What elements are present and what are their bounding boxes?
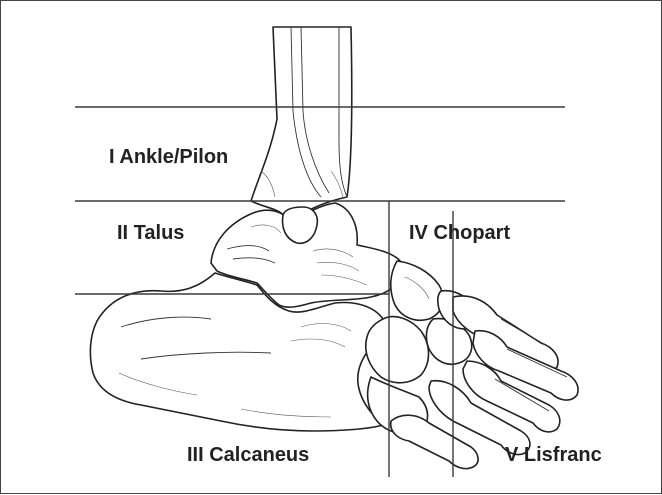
tibia-fibula: [251, 27, 352, 215]
zone-label-calcaneus: III Calcaneus: [187, 444, 309, 466]
zone-label-ankle-pilon: I Ankle/Pilon: [109, 146, 228, 168]
zone-label-chopart: IV Chopart: [409, 222, 510, 244]
zone-label-lisfranc: V Lisfranc: [505, 444, 602, 466]
zone-label-talus: II Talus: [117, 222, 184, 244]
metatarsal-bones: [391, 296, 578, 469]
navicular-bone: [391, 261, 443, 320]
